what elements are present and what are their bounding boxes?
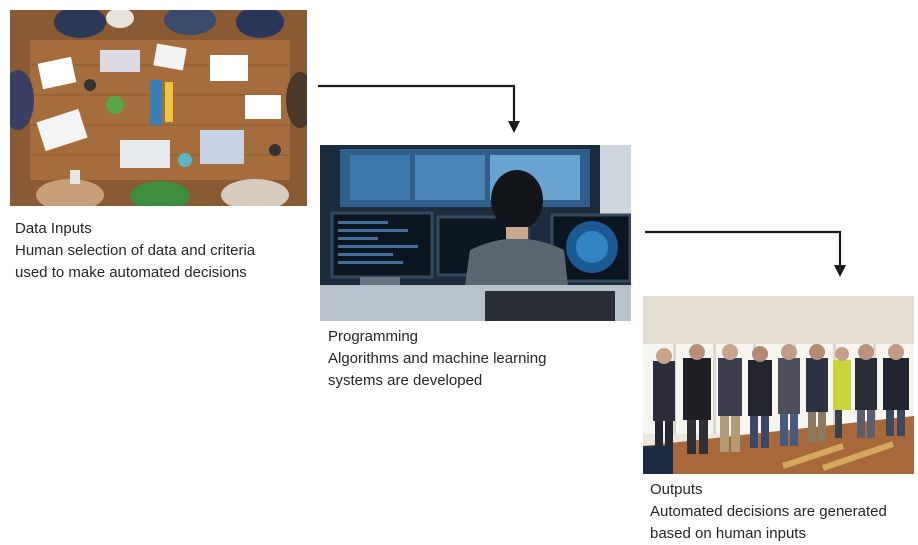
programming-description-line-2: systems are developed: [328, 372, 483, 389]
arrow-programming-to-outputs: [645, 230, 846, 277]
programming-description-line-1: Algorithms and machine learning: [328, 350, 547, 367]
data-inputs-description-line-1: Human selection of data and criteria: [15, 242, 256, 259]
outputs-description-line-1: Automated decisions are generated: [650, 503, 887, 520]
outputs-caption: Outputs Automated decisions are generate…: [650, 479, 887, 545]
outputs-title: Outputs: [650, 481, 703, 498]
programmer-at-monitors-photo: [320, 145, 631, 321]
data-inputs-description-line-2: used to make automated decisions: [15, 264, 247, 281]
programming-title: Programming: [328, 328, 419, 345]
arrow-inputs-to-programming: [318, 84, 520, 133]
data-inputs-title: Data Inputs: [15, 220, 92, 237]
team-meeting-table-photo: [10, 10, 307, 206]
outputs-description-line-2: based on human inputs: [650, 525, 806, 542]
voters-at-booths-photo: [643, 296, 914, 474]
data-inputs-caption: Data Inputs Human selection of data and …: [15, 218, 255, 284]
programming-caption: Programming Algorithms and machine learn…: [328, 326, 546, 392]
